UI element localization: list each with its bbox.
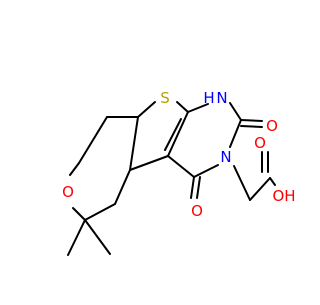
bond-n3-ch2 (233, 165, 251, 201)
bond-c2-o-b (240, 125, 263, 128)
bond-o-ch2-left (69, 162, 80, 176)
bond-c2-o-a (240, 119, 263, 122)
carbonyl-oxygen-top: O (266, 117, 278, 135)
bond-thio-double-outer (129, 116, 139, 171)
nitrogen-nh-atom: N (216, 89, 227, 107)
bond-cooh-oh (269, 177, 276, 186)
nitrogen-n3-atom: N (220, 148, 231, 166)
bonds (67, 101, 276, 256)
acid-carbonyl-oxygen: O (254, 134, 266, 152)
bond-thio-right-inner (164, 118, 182, 151)
sulfur-atom: S (160, 89, 170, 107)
bond-cme2-ch2 (84, 203, 116, 221)
bond-thio-fused (129, 155, 169, 171)
bond-o-cme2 (72, 207, 86, 221)
bond-ch2-cooh (249, 177, 271, 201)
bond-c4-c4a (167, 155, 195, 178)
bond-c4-o-b (196, 176, 201, 199)
bond-c2-n3 (229, 119, 242, 148)
bond-nh-c2 (229, 102, 242, 121)
nitrogen-nh-h: H (203, 89, 214, 107)
ether-oxygen-atom: O (62, 183, 74, 201)
bond-s-c-right (176, 101, 189, 113)
bond-c4-o-a (190, 176, 195, 199)
molecule-structure-canvas: S H N N O O O O OH (62, 89, 296, 256)
bond-c-nh (187, 103, 209, 113)
bond-ch2-left-c (78, 116, 108, 164)
bond-ch2-c-ring (114, 169, 131, 205)
molecule-structure: S H N N O O O O OH (62, 89, 296, 256)
atom-labels: S H N N O O O O OH (62, 89, 295, 220)
bond-c-s-left (137, 101, 156, 118)
acid-hydroxyl-group: OH (272, 187, 295, 205)
bond-methyl-1 (67, 219, 86, 256)
carbonyl-oxygen-bottom: O (191, 202, 203, 220)
bond-n3-c4 (193, 164, 219, 178)
bond-thio-right (167, 111, 189, 157)
bond-methyl-2 (84, 219, 111, 255)
